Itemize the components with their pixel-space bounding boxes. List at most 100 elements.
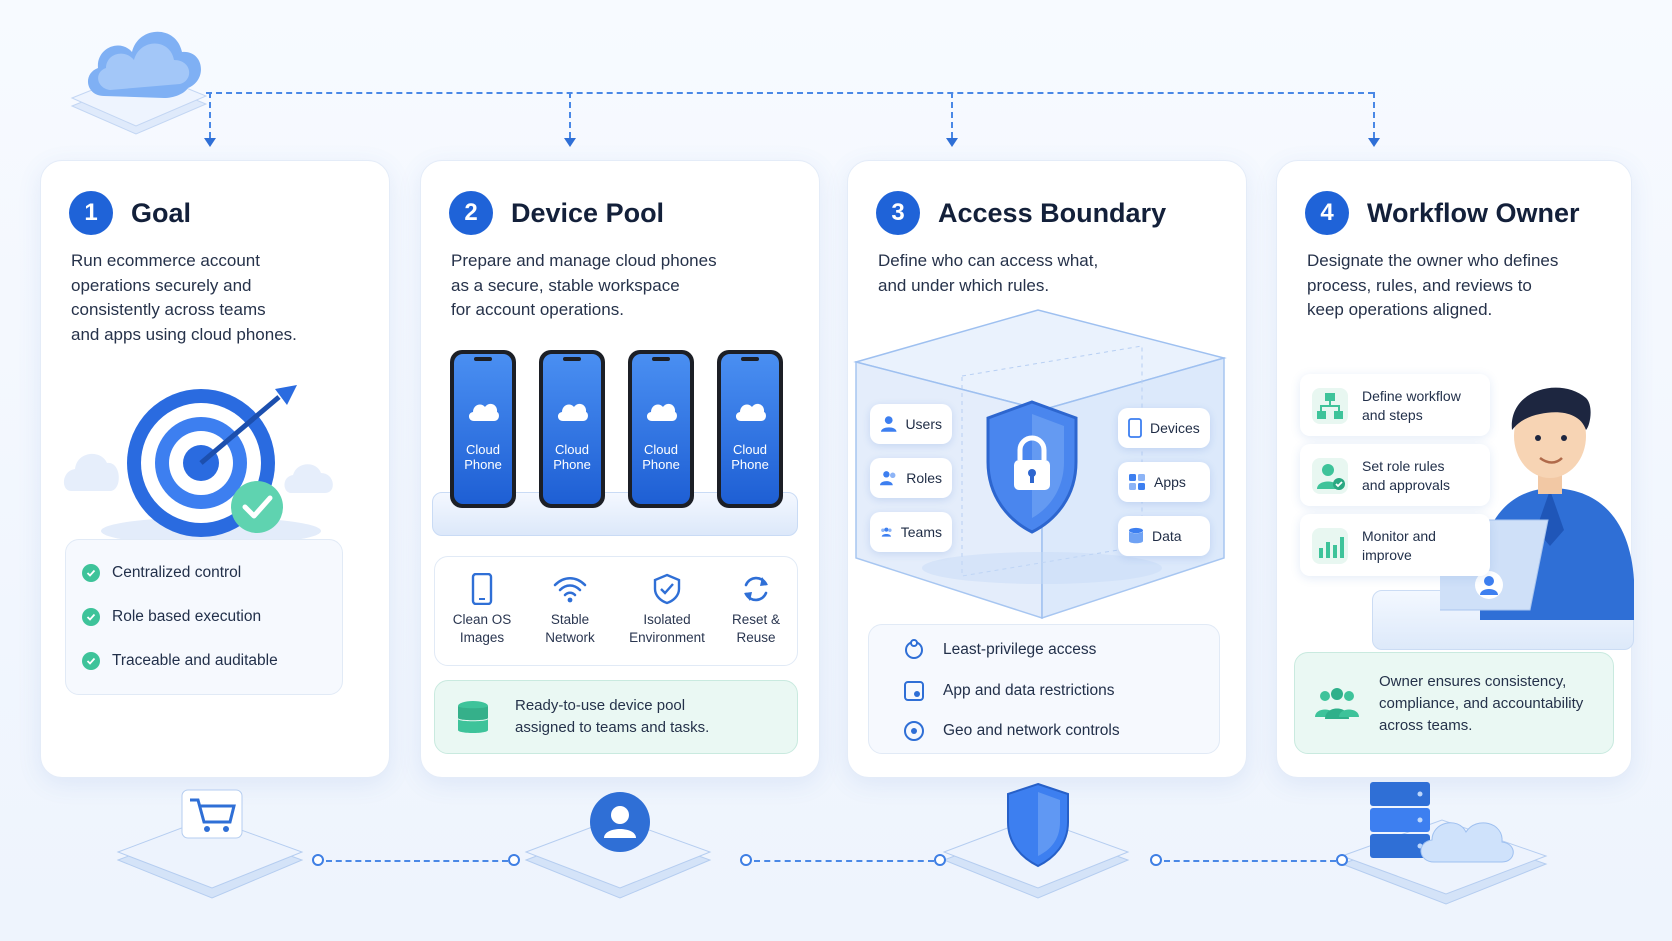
feature-label: Clean OS Images [452,612,512,645]
connector-arrow-1 [204,138,216,147]
access-rule-label: App and data restrictions [943,682,1115,699]
step-number: 1 [69,191,113,235]
shield-lock-icon [982,398,1082,543]
org-chart-icon [1312,388,1348,424]
benefit-item: Traceable and auditable [82,652,278,670]
connector-node [312,854,324,866]
phone-screen: Cloud Phone [632,354,690,504]
connector-arrow-3 [946,138,958,147]
least-privilege-icon [905,639,923,659]
cloud-phone: Cloud Phone [450,350,516,508]
step-description: Define who can access what, and under wh… [878,251,1099,295]
resource-label: Devices [1150,420,1200,436]
step-number: 4 [1305,191,1349,235]
connector-node [1336,854,1348,866]
phone-screen: Cloud Phone [721,354,779,504]
workflow-item-monitor: Monitor and improve [1300,514,1490,576]
feature-clean-os: Clean OS Images [439,567,525,647]
subject-chip-teams: Teams [870,512,952,552]
step-header: 2 Device Pool [449,191,664,235]
cloud-phone: Cloud Phone [628,350,694,508]
step-description: Designate the owner who defines process,… [1307,251,1559,319]
cloud-icon [735,403,766,421]
step-number: 2 [449,191,493,235]
workflow-owner-note-text: Owner ensures consistency, compliance, a… [1379,673,1584,734]
step-description: Run ecommerce account operations securel… [71,251,297,344]
connector-node [934,854,946,866]
phone-screen: Cloud Phone [543,354,601,504]
bottom-connector-line [326,860,508,862]
subject-chip-roles: Roles [870,458,952,498]
bottom-connector-line [1164,860,1336,862]
subject-label: Roles [906,470,942,486]
resource-chip-apps: Apps [1118,462,1210,502]
benefit-label: Centralized control [112,564,242,581]
phone-label: Cloud Phone [642,442,680,472]
connector-node [740,854,752,866]
goal-benefits-box: Centralized control Role based execution… [65,539,343,695]
access-rules-box: Least-privilege access App and data rest… [868,624,1220,754]
step-description: Prepare and manage cloud phones as a sec… [451,251,717,319]
top-connector-line [206,92,1374,94]
benefit-item: Role based execution [82,608,261,626]
access-rule-label: Geo and network controls [943,722,1120,739]
bar-chart-icon [1312,528,1348,564]
feature-reset-reuse: Reset & Reuse [713,567,799,647]
step-title: Workflow Owner [1367,197,1580,228]
laptop-user-icon [1474,570,1504,605]
benefit-item: Centralized control [82,564,241,582]
device-icon [1128,418,1142,438]
cloud-icon [646,403,677,421]
workflow-item-label: Set role rules and approvals [1362,458,1450,493]
cloud-icon [557,403,588,421]
platform-shield [938,782,1138,917]
step-card-goal: 1 Goal Run ecommerce account operations … [40,160,390,778]
cloud-phone: Cloud Phone [717,350,783,508]
feature-label: Reset & Reuse [731,612,781,645]
workflow-item-label: Monitor and improve [1362,528,1436,563]
access-rule: Geo and network controls [903,720,1120,742]
workflow-owner-note: Owner ensures consistency, compliance, a… [1294,652,1614,754]
phone-label: Cloud Phone [464,442,502,472]
connector-node [1150,854,1162,866]
platform-server-cloud [1336,782,1556,917]
benefit-label: Traceable and auditable [112,652,278,669]
connector-drop-2 [569,92,571,138]
step-title: Access Boundary [938,197,1167,228]
connector-arrow-2 [564,138,576,147]
step-header: 4 Workflow Owner [1305,191,1580,235]
step-title: Goal [131,197,192,228]
subject-label: Users [905,416,942,432]
feature-label: Isolated Environment [629,612,705,645]
platform-cart [112,782,312,917]
phone-label: Cloud Phone [731,442,769,472]
cloud-icon [468,403,499,421]
feature-stable-network: Stable Network [527,567,613,647]
user-approval-icon [1312,458,1348,494]
database-icon [458,701,488,733]
phone-icon [471,573,493,605]
target-illustration [61,381,361,566]
resource-chip-data: Data [1118,516,1210,556]
device-pool-note: Ready-to-use device pool assigned to tea… [434,680,798,754]
user-icon [880,416,897,432]
connector-drop-3 [951,92,953,138]
resource-chip-devices: Devices [1118,408,1210,448]
check-icon [82,608,100,626]
workflow-item-define: Define workflow and steps [1300,374,1490,436]
apps-grid-icon [1129,474,1145,490]
connector-drop-4 [1373,92,1375,138]
workflow-item-rules: Set role rules and approvals [1300,444,1490,506]
step-header: 3 Access Boundary [876,191,1166,235]
wifi-icon [553,576,587,603]
phone-label: Cloud Phone [553,442,591,472]
database-icon [1129,527,1143,544]
feature-label: Stable Network [545,612,595,645]
roles-icon [880,471,896,486]
app-restriction-icon [904,681,924,701]
resource-label: Apps [1154,474,1186,490]
geo-network-icon [904,721,924,741]
connector-arrow-4 [1368,138,1380,147]
phone-screen: Cloud Phone [454,354,512,504]
device-pool-note-text: Ready-to-use device pool assigned to tea… [515,697,710,736]
